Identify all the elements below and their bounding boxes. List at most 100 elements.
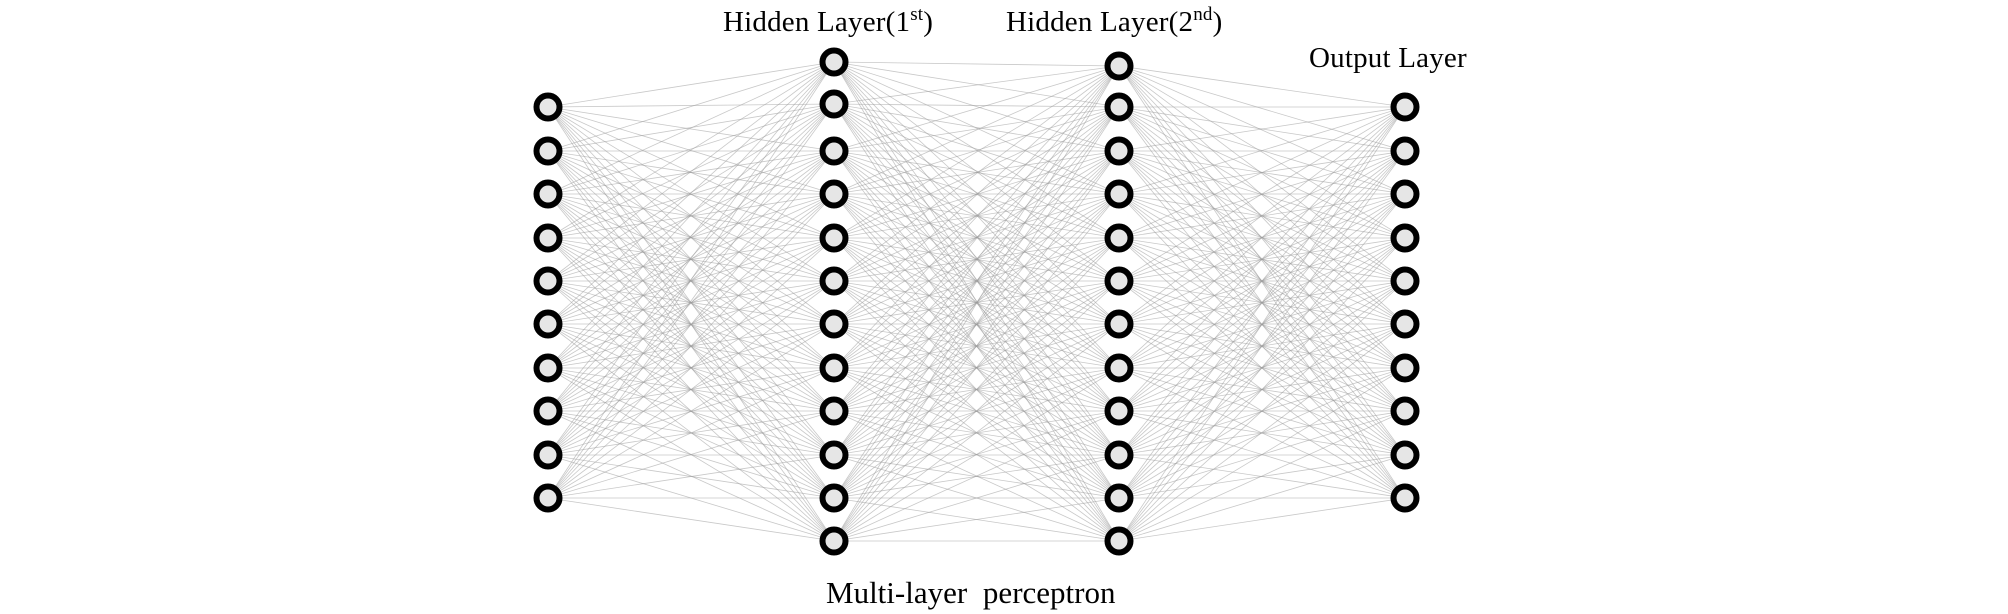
node-input-4 xyxy=(533,223,563,253)
edge-hidden-1-3-to-hidden-2-1 xyxy=(833,106,1120,195)
edge-hidden-2-11-to-output-3 xyxy=(1118,237,1406,542)
edge-hidden-2-3-to-output-0 xyxy=(1118,106,1406,195)
edge-hidden-1-7-to-hidden-2-0 xyxy=(833,65,1120,369)
node-hidden-2-12 xyxy=(1104,526,1134,556)
edge-input-9-to-hidden-1-11 xyxy=(547,497,835,542)
edge-input-9-to-hidden-1-7 xyxy=(547,367,835,499)
edge-hidden-2-11-to-output-9 xyxy=(1118,497,1406,542)
edge-hidden-2-10-to-output-0 xyxy=(1118,106,1406,499)
edge-hidden-1-0-to-hidden-2-6 xyxy=(833,61,1120,325)
edge-input-9-to-hidden-1-8 xyxy=(547,410,835,499)
edge-input-9-to-hidden-1-6 xyxy=(547,323,835,499)
hidden-layer-2-text: Hidden Layer(2 xyxy=(1006,6,1194,38)
node-input-8 xyxy=(533,396,563,426)
edge-hidden-1-8-to-hidden-2-0 xyxy=(833,65,1120,412)
node-input-6 xyxy=(533,309,563,339)
node-hidden-1-3 xyxy=(819,136,849,166)
hidden-layer-2-sup: nd xyxy=(1193,4,1213,25)
node-hidden-1-6 xyxy=(819,266,849,296)
edge-input-2-to-hidden-1-0 xyxy=(547,61,835,195)
edge-input-7-to-hidden-1-0 xyxy=(547,61,835,412)
edge-input-0-to-hidden-1-2 xyxy=(547,106,835,152)
node-input-7 xyxy=(533,353,563,383)
edge-hidden-2-0-to-output-1 xyxy=(1118,65,1406,152)
edge-hidden-1-6-to-hidden-2-0 xyxy=(833,65,1120,325)
edge-hidden-1-6-to-hidden-2-1 xyxy=(833,106,1120,325)
node-hidden-1-5 xyxy=(819,223,849,253)
edge-hidden-1-5-to-hidden-2-1 xyxy=(833,106,1120,282)
edge-hidden-1-11-to-hidden-2-6 xyxy=(833,323,1120,542)
neuron-nodes xyxy=(533,47,1420,556)
edge-hidden-2-0-to-output-0 xyxy=(1118,65,1406,108)
edge-input-6-to-hidden-1-2 xyxy=(547,150,835,369)
edge-input-8-to-hidden-1-0 xyxy=(547,61,835,456)
node-hidden-1-7 xyxy=(819,309,849,339)
node-hidden-2-6 xyxy=(1104,266,1134,296)
edge-hidden-1-11-to-hidden-2-9 xyxy=(833,454,1120,542)
edge-hidden-2-11-to-output-7 xyxy=(1118,410,1406,542)
hidden-layer-2-close: ) xyxy=(1212,6,1223,38)
edge-hidden-1-11-to-hidden-2-1 xyxy=(833,106,1120,542)
node-hidden-2-4 xyxy=(1104,179,1134,209)
edge-input-4-to-hidden-1-2 xyxy=(547,150,835,282)
edge-input-2-to-hidden-1-2 xyxy=(547,150,835,195)
edge-hidden-2-11-to-output-1 xyxy=(1118,150,1406,542)
edge-hidden-1-11-to-hidden-2-7 xyxy=(833,367,1120,542)
edge-input-3-to-hidden-1-0 xyxy=(547,61,835,239)
edge-hidden-1-11-to-hidden-2-8 xyxy=(833,410,1120,542)
edge-hidden-2-5-to-output-0 xyxy=(1118,106,1406,282)
hidden-layer-1-label: Hidden Layer(1st) xyxy=(723,5,933,38)
edge-hidden-2-0-to-output-4 xyxy=(1118,65,1406,282)
edge-hidden-1-11-to-hidden-2-0 xyxy=(833,65,1120,542)
node-output-8 xyxy=(1390,396,1420,426)
edge-hidden-1-3-to-hidden-2-0 xyxy=(833,65,1120,195)
node-output-4 xyxy=(1390,223,1420,253)
edge-input-9-to-hidden-1-1 xyxy=(547,103,835,499)
edge-hidden-1-8-to-hidden-2-1 xyxy=(833,106,1120,412)
edge-hidden-2-0-to-output-3 xyxy=(1118,65,1406,239)
node-output-2 xyxy=(1390,136,1420,166)
node-hidden-2-10 xyxy=(1104,440,1134,470)
edge-input-9-to-hidden-1-9 xyxy=(547,454,835,499)
edge-input-7-to-hidden-1-1 xyxy=(547,103,835,412)
node-hidden-2-11 xyxy=(1104,483,1134,513)
edge-input-0-to-hidden-1-0 xyxy=(547,61,835,108)
node-input-1 xyxy=(533,92,563,122)
edge-hidden-2-11-to-output-8 xyxy=(1118,454,1406,542)
edge-hidden-2-4-to-output-0 xyxy=(1118,106,1406,239)
node-output-6 xyxy=(1390,309,1420,339)
edge-hidden-1-4-to-hidden-2-0 xyxy=(833,65,1120,239)
edge-hidden-1-5-to-hidden-2-0 xyxy=(833,65,1120,282)
edge-input-5-to-hidden-1-0 xyxy=(547,61,835,325)
node-hidden-2-3 xyxy=(1104,136,1134,166)
edge-input-7-to-hidden-1-2 xyxy=(547,150,835,412)
node-hidden-1-4 xyxy=(819,179,849,209)
edge-hidden-2-2-to-output-0 xyxy=(1118,106,1406,152)
edge-hidden-2-0-to-output-7 xyxy=(1118,65,1406,412)
edge-hidden-2-7-to-output-0 xyxy=(1118,106,1406,369)
node-output-1 xyxy=(1390,92,1420,122)
edge-hidden-1-10-to-hidden-2-0 xyxy=(833,65,1120,499)
edge-hidden-2-11-to-output-4 xyxy=(1118,280,1406,542)
connection-edges xyxy=(547,61,1406,542)
node-hidden-2-7 xyxy=(1104,309,1134,339)
edge-hidden-2-11-to-output-0 xyxy=(1118,106,1406,542)
edge-hidden-2-11-to-output-5 xyxy=(1118,323,1406,542)
edge-input-9-to-hidden-1-0 xyxy=(547,61,835,499)
node-hidden-2-2 xyxy=(1104,92,1134,122)
edge-hidden-2-11-to-output-6 xyxy=(1118,367,1406,542)
edge-hidden-1-9-to-hidden-2-1 xyxy=(833,106,1120,456)
hidden-layer-1-sup: st xyxy=(910,4,924,25)
edge-input-9-to-hidden-1-2 xyxy=(547,150,835,499)
hidden-layer-1-text: Hidden Layer(1 xyxy=(723,6,911,38)
node-hidden-1-9 xyxy=(819,396,849,426)
node-hidden-2-1 xyxy=(1104,51,1134,81)
edge-hidden-1-1-to-hidden-2-11 xyxy=(833,103,1120,542)
edge-hidden-1-9-to-hidden-2-0 xyxy=(833,65,1120,456)
edge-hidden-2-0-to-output-6 xyxy=(1118,65,1406,369)
edge-input-1-to-hidden-1-1 xyxy=(547,103,835,152)
edge-hidden-2-8-to-output-0 xyxy=(1118,106,1406,412)
edge-hidden-1-1-to-hidden-2-0 xyxy=(833,65,1120,105)
edge-hidden-2-11-to-output-2 xyxy=(1118,193,1406,542)
